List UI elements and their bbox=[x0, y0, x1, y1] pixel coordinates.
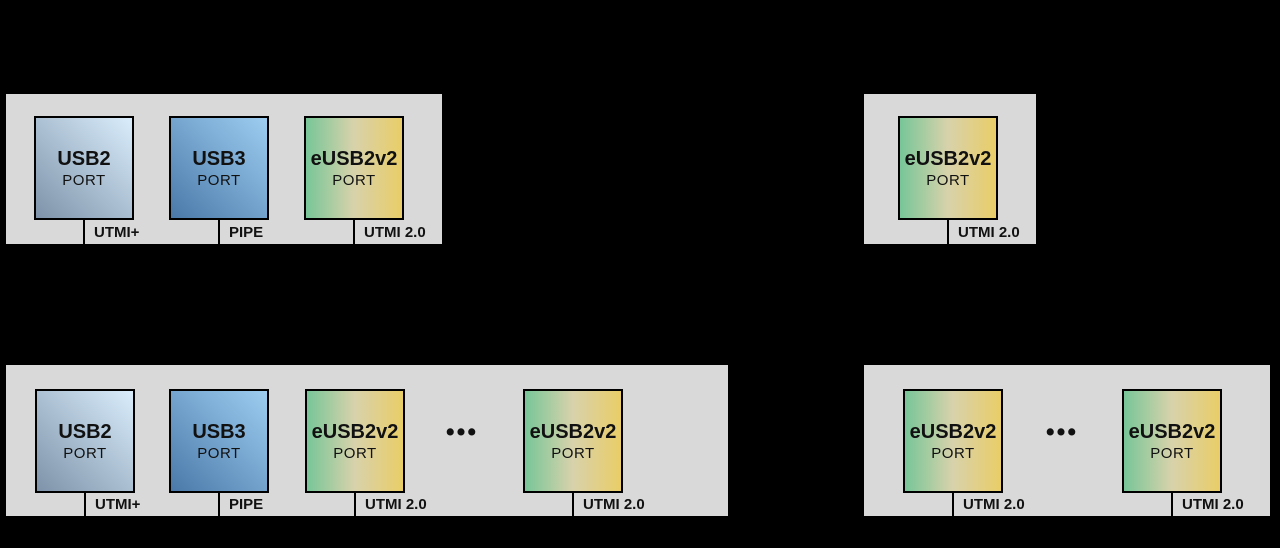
port-title: eUSB2v2 bbox=[529, 420, 617, 443]
port-subtitle: PORT bbox=[931, 444, 975, 462]
panel-bottom-left: USB2 PORT UTMI+ USB3 PORT PIPE eUSB2v2 P… bbox=[4, 363, 730, 518]
port-connector-line bbox=[353, 220, 355, 244]
port-title: USB2 bbox=[57, 147, 111, 170]
panel-top-left: USB2 PORT UTMI+ USB3 PORT PIPE eUSB2v2 P… bbox=[4, 92, 444, 246]
port-connector-line bbox=[84, 493, 86, 516]
ellipsis-dots: ••• bbox=[445, 418, 479, 446]
bus-label-utmi20: UTMI 2.0 bbox=[963, 496, 1025, 513]
port-connector-line bbox=[218, 493, 220, 516]
port-connector-line bbox=[218, 220, 220, 244]
port-usb2: USB2 PORT bbox=[35, 389, 135, 493]
port-usb3: USB3 PORT bbox=[169, 116, 269, 220]
port-eusb2v2: eUSB2v2 PORT bbox=[305, 389, 405, 493]
port-subtitle: PORT bbox=[333, 444, 377, 462]
bus-label-pipe: PIPE bbox=[229, 496, 264, 513]
port-eusb2v2: eUSB2v2 PORT bbox=[1122, 389, 1222, 493]
port-title: eUSB2v2 bbox=[904, 147, 992, 170]
port-subtitle: PORT bbox=[197, 171, 241, 189]
ellipsis-dots: ••• bbox=[1045, 418, 1079, 446]
port-title: USB2 bbox=[58, 420, 112, 443]
port-subtitle: PORT bbox=[551, 444, 595, 462]
port-usb2: USB2 PORT bbox=[34, 116, 134, 220]
bus-label-utmi20: UTMI 2.0 bbox=[583, 496, 645, 513]
bus-label-utmi20: UTMI 2.0 bbox=[958, 224, 1020, 241]
port-subtitle: PORT bbox=[1150, 444, 1194, 462]
port-eusb2v2: eUSB2v2 PORT bbox=[898, 116, 998, 220]
port-subtitle: PORT bbox=[62, 171, 106, 189]
port-subtitle: PORT bbox=[332, 171, 376, 189]
bus-label-pipe: PIPE bbox=[229, 224, 264, 241]
port-title: eUSB2v2 bbox=[1128, 420, 1216, 443]
port-connector-line bbox=[354, 493, 356, 516]
port-subtitle: PORT bbox=[63, 444, 107, 462]
bus-label-utmi20: UTMI 2.0 bbox=[364, 224, 426, 241]
port-title: eUSB2v2 bbox=[311, 420, 399, 443]
port-title: USB3 bbox=[192, 147, 246, 170]
port-connector-line bbox=[952, 493, 954, 516]
port-subtitle: PORT bbox=[197, 444, 241, 462]
port-title: USB3 bbox=[192, 420, 246, 443]
port-title: eUSB2v2 bbox=[310, 147, 398, 170]
panel-top-right: eUSB2v2 PORT UTMI 2.0 bbox=[862, 92, 1038, 246]
port-connector-line bbox=[947, 220, 949, 244]
port-connector-line bbox=[83, 220, 85, 244]
port-connector-line bbox=[572, 493, 574, 516]
port-connector-line bbox=[1171, 493, 1173, 516]
port-eusb2v2: eUSB2v2 PORT bbox=[304, 116, 404, 220]
panel-bottom-right: eUSB2v2 PORT UTMI 2.0 ••• eUSB2v2 PORT U… bbox=[862, 363, 1272, 518]
port-eusb2v2: eUSB2v2 PORT bbox=[523, 389, 623, 493]
bus-label-utmi-plus: UTMI+ bbox=[94, 224, 140, 241]
bus-label-utmi20: UTMI 2.0 bbox=[1182, 496, 1244, 513]
bus-label-utmi20: UTMI 2.0 bbox=[365, 496, 427, 513]
port-title: eUSB2v2 bbox=[909, 420, 997, 443]
bus-label-utmi-plus: UTMI+ bbox=[95, 496, 141, 513]
port-eusb2v2: eUSB2v2 PORT bbox=[903, 389, 1003, 493]
port-usb3: USB3 PORT bbox=[169, 389, 269, 493]
port-subtitle: PORT bbox=[926, 171, 970, 189]
